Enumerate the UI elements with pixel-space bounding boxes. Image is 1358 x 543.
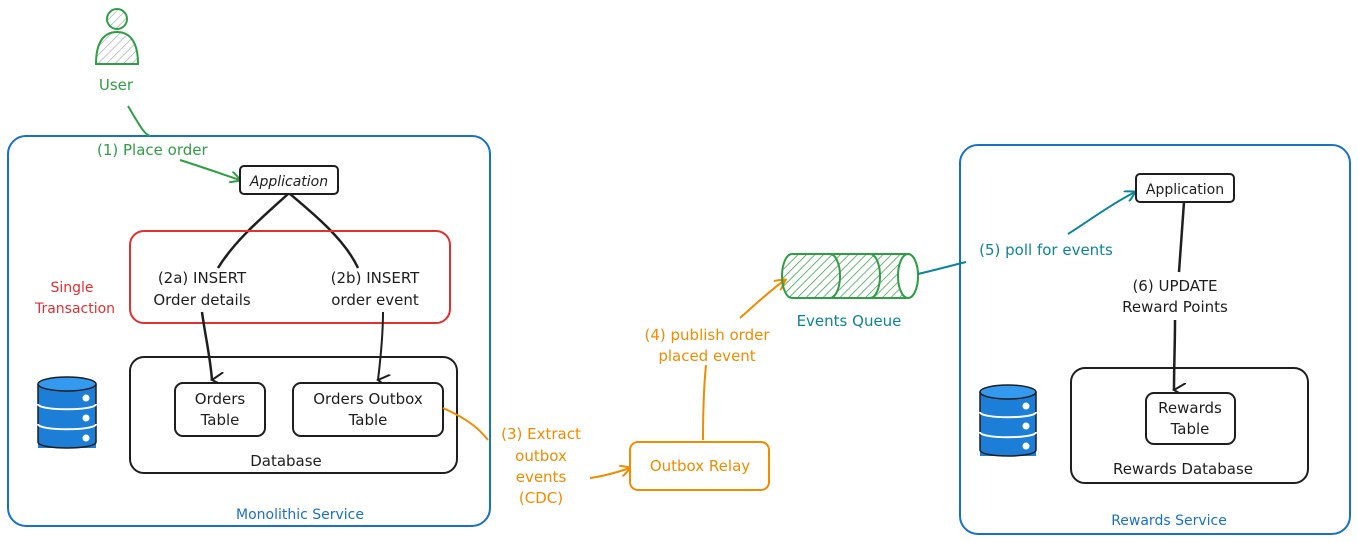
- database-icon: [979, 384, 1037, 457]
- rewards-database-label: Rewards Database: [1113, 460, 1253, 478]
- step-3-line3: events: [516, 468, 567, 486]
- rewards-table-line2: Table: [1170, 420, 1210, 438]
- publish-arrow: [702, 364, 707, 441]
- rewards-table-line1: Rewards: [1158, 399, 1222, 417]
- place-order-arrow: [127, 105, 151, 137]
- rewards-application-box: [1135, 173, 1235, 203]
- step-3-line2: outbox: [515, 447, 567, 465]
- monolithic-service-box: [7, 135, 491, 527]
- rewards-service-box: [959, 144, 1351, 535]
- step-2a-line2: Order details: [153, 291, 251, 309]
- orders-outbox-table-box: [292, 382, 444, 437]
- single-transaction-box: [129, 230, 451, 324]
- step-2b-line1: (2b) INSERT: [331, 269, 421, 287]
- monolithic-service-label: Monolithic Service: [236, 507, 364, 523]
- extract-events-arrow: [442, 407, 489, 441]
- step-3-line4: (CDC): [519, 489, 563, 507]
- events-queue-label: Events Queue: [797, 312, 902, 330]
- orders-table-box: [174, 382, 266, 437]
- poll-arrow: [917, 261, 967, 275]
- step-3-line1: (3) Extract: [501, 425, 581, 443]
- step-4-line1: (4) publish order: [645, 326, 771, 344]
- single-transaction-label-2: Transaction: [34, 301, 115, 317]
- events-queue-icon: [781, 253, 919, 299]
- monolith-application-box: [239, 165, 339, 195]
- rewards-service-label: Rewards Service: [1111, 513, 1227, 529]
- step-4-line2: placed event: [658, 347, 755, 365]
- step-1-label: (1) Place order: [97, 141, 208, 159]
- database-label: Database: [250, 452, 322, 470]
- outbox-table-line1: Orders Outbox: [313, 390, 423, 408]
- rewards-database-box: [1070, 367, 1309, 484]
- orders-table-line2: Table: [200, 411, 240, 429]
- orders-table-line1: Orders: [195, 390, 246, 408]
- outbox-table-line2: Table: [348, 411, 388, 429]
- single-transaction-label-1: Single: [50, 280, 93, 296]
- step-6-line2: Reward Points: [1122, 298, 1228, 316]
- user-label: User: [99, 76, 134, 94]
- step-5-label: (5) poll for events: [979, 241, 1113, 259]
- step-6-line1: (6) UPDATE: [1132, 277, 1217, 295]
- monolith-application-label: Application: [249, 174, 328, 190]
- outbox-relay-label: Outbox Relay: [650, 457, 750, 475]
- database-icon: [37, 376, 97, 449]
- outbox-relay-box: [629, 441, 770, 491]
- step-2a-line1: (2a) INSERT: [158, 269, 247, 287]
- rewards-table-box: [1145, 392, 1236, 445]
- step-2b-line2: order event: [331, 291, 419, 309]
- user-icon: [94, 8, 140, 65]
- rewards-application-label: Application: [1146, 182, 1224, 198]
